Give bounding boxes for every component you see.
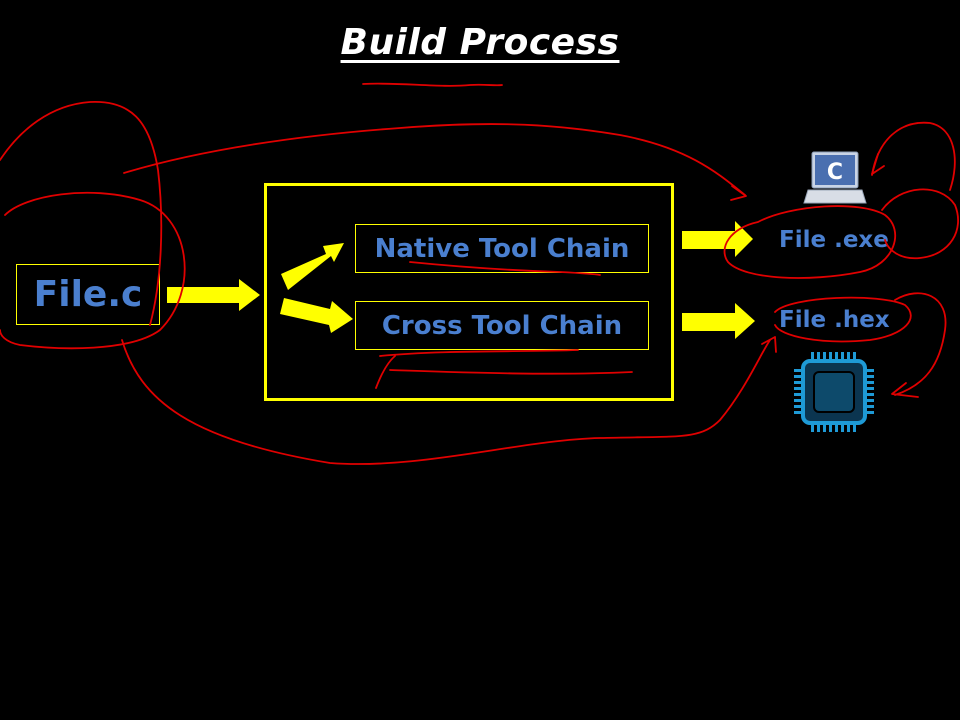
- cross-tool-chain-box: Cross Tool Chain: [355, 301, 649, 350]
- exe-circle: [723, 205, 896, 279]
- hex-flow-curve: [121, 339, 771, 465]
- title-underline-scribble: [362, 82, 503, 87]
- file-c-scribble-1: [0, 191, 186, 350]
- hex-output-label: File .hex: [779, 307, 890, 333]
- laptop-loop: [881, 188, 959, 260]
- arrow-file-to-chains: [167, 279, 260, 311]
- chip-loop: [894, 292, 947, 396]
- laptop-loop-arrow: [871, 153, 885, 175]
- hex-arrowhead: [761, 336, 777, 353]
- svg-text:C: C: [827, 160, 843, 185]
- exe-output-label: File .exe: [779, 227, 889, 253]
- cross-down-arrow: [375, 355, 396, 389]
- chip-arrowhead: [891, 382, 919, 398]
- arrow-to-cross: [280, 298, 353, 333]
- cross-underline-scribble: [379, 349, 579, 357]
- native-tool-chain-box: Native Tool Chain: [355, 224, 649, 273]
- arrow-to-native: [281, 243, 344, 290]
- hex-circle: [774, 296, 912, 343]
- arrow-to-hex: [682, 303, 755, 339]
- cross-underline-scribble-2: [389, 369, 633, 375]
- page-title: Build Process: [340, 22, 620, 63]
- laptop-loop-top: [871, 121, 956, 191]
- exe-arrowhead: [730, 185, 747, 201]
- tool-chain-container: [264, 183, 674, 401]
- source-file-box: File.c: [16, 264, 160, 325]
- native-underline-scribble: [409, 261, 601, 276]
- file-c-scribble-2: [0, 101, 163, 326]
- arrow-to-exe: [682, 221, 753, 257]
- exe-flow-curve: [123, 123, 746, 196]
